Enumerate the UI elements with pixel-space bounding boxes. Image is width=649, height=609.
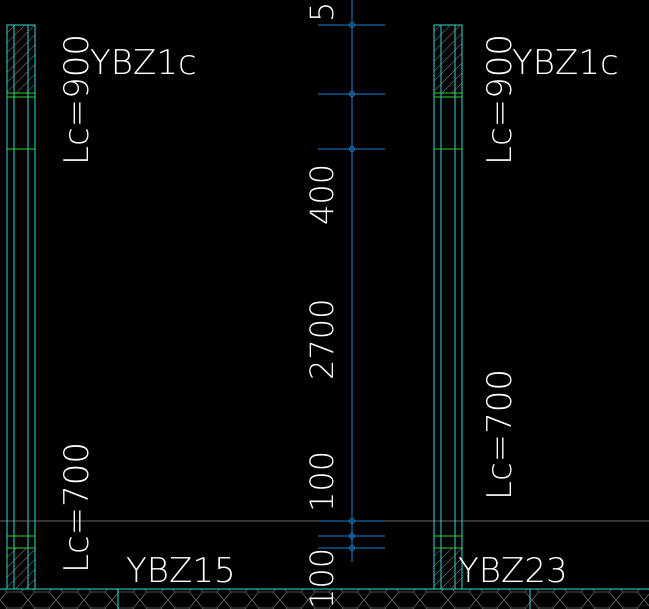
label-ybz1c-right[interactable]: YBZ1c: [512, 43, 619, 83]
left-wall-column[interactable]: [6, 24, 36, 590]
dim-text-2700: 2700: [303, 299, 341, 380]
label-ybz23[interactable]: YBZ23: [458, 551, 568, 591]
dim-text-100: 100: [303, 451, 341, 512]
dimension-chain[interactable]: [318, 0, 385, 562]
label-lc900-right[interactable]: Lc=900: [480, 34, 520, 165]
label-ybz1c-left[interactable]: YBZ1c: [90, 43, 197, 83]
label-lc700-right[interactable]: Lc=700: [480, 369, 520, 500]
dim-tick-6: [318, 545, 385, 551]
right-hatch-top: [434, 25, 462, 93]
label-lc900-left[interactable]: Lc=900: [57, 34, 97, 165]
left-hatch-bottom: [7, 548, 35, 589]
right-hatch-bottom: [434, 548, 462, 589]
dim-tick-5: [318, 533, 385, 539]
right-wall-column[interactable]: [433, 24, 463, 590]
floor-slab: [0, 588, 649, 609]
dim-text-top: 5: [303, 2, 341, 22]
dim-text-bottom: 100: [303, 548, 341, 609]
dim-tick-4: [318, 518, 385, 524]
left-hatch-top: [7, 25, 35, 93]
dim-text-400: 400: [303, 164, 341, 225]
dim-tick-1: [318, 22, 385, 28]
label-ybz15[interactable]: YBZ15: [126, 551, 236, 591]
dim-tick-3: [318, 146, 385, 152]
dim-tick-2: [318, 91, 385, 97]
label-lc700-left[interactable]: Lc=700: [57, 442, 97, 573]
